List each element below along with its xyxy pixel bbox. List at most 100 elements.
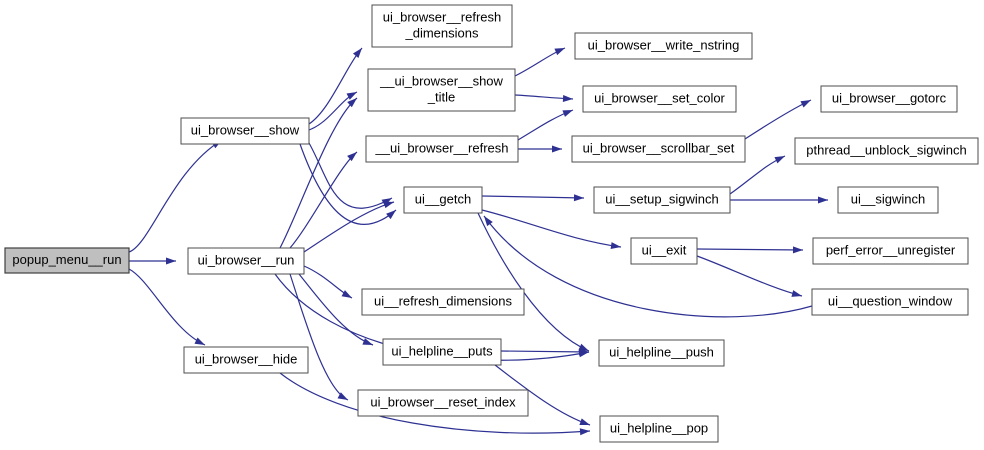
call-edge [494,364,591,426]
graph-node-ui__getch[interactable]: ui__getch [403,186,483,214]
graph-node-ui_helpline__pop[interactable]: ui_helpline__pop [599,415,719,443]
arrowhead-icon [166,257,176,265]
arrowhead-icon [774,156,785,164]
node-box[interactable] [403,186,483,214]
node-label: ui_browser__scrollbar_set [583,140,735,155]
call-edge [303,201,395,253]
call-edge [500,350,590,353]
graph-node-ui_browser__run[interactable]: ui_browser__run [187,247,305,275]
node-label: popup_menu__run [12,252,121,267]
call-edge [128,268,206,346]
arrowhead-icon [579,428,590,436]
graph-node-ui_browser__scrollbar_set[interactable]: ui_browser__scrollbar_set [571,135,746,163]
call-edge [308,142,393,209]
node-label: ui__setup_sigwinch [605,191,718,206]
node-box[interactable] [187,247,305,275]
node-box[interactable] [593,186,731,214]
call-edge [308,47,363,125]
arrowhead-icon [352,48,362,58]
call-edge [279,97,358,249]
graph-node-ui_browser__reset_index[interactable]: ui_browser__reset_index [357,389,529,417]
arrowhead-icon [554,48,565,56]
arrowhead-icon [562,110,573,117]
arrowhead-icon [362,338,373,345]
call-edge [481,195,585,199]
node-label: perf_error__unregister [826,242,956,257]
graph-node-ui__refresh_dimensions[interactable]: ui__refresh_dimensions [361,288,525,316]
arrowhead-icon [386,210,396,220]
arrowhead-icon [573,194,584,202]
node-label: ui_browser__gotorc [832,90,947,105]
arrowhead-icon [562,94,573,102]
node-label: _dimensions [405,25,479,40]
nodes-layer: popup_menu__run ui_browser__show ui_browse… [4,4,979,443]
node-label: ui_helpline__pop [610,420,708,435]
arrowhead-icon [347,98,357,108]
graph-node-ui_browser__set_color[interactable]: ui_browser__set_color [582,85,737,113]
graph-node-ui__question_window[interactable]: ui__question_window [811,288,969,316]
node-box[interactable] [180,117,310,145]
arrowhead-icon [383,201,394,209]
node-box[interactable] [367,68,516,112]
call-edge [481,209,622,248]
node-box[interactable] [571,135,746,163]
node-label: ui_browser__refresh [383,9,502,24]
node-box[interactable] [4,247,130,274]
arrowhead-icon [347,152,357,162]
node-box[interactable] [811,288,969,316]
graph-node-ui_browser__gotorc[interactable]: ui_browser__gotorc [820,85,958,113]
node-box[interactable] [630,237,698,265]
call-edge [696,255,803,297]
node-box[interactable] [371,4,513,48]
arrowhead-icon [484,216,493,227]
node-label: ui_browser__hide [195,351,298,366]
node-box[interactable] [357,389,529,417]
node-box[interactable] [812,237,969,265]
arrowhead-icon [792,246,803,254]
arrowhead-icon [610,242,621,250]
node-label: pthread__unblock_sigwinch [806,142,966,157]
edges-layer [128,47,828,436]
node-box[interactable] [382,338,502,366]
graph-node-ui__sigwinch[interactable]: ui__sigwinch [837,186,939,214]
node-box[interactable] [183,346,309,374]
call-edge [744,99,812,140]
node-label: ui__getch [415,191,471,206]
node-label: ui_browser__show [191,122,300,137]
graph-node-ui_browser__write_nstring[interactable]: ui_browser__write_nstring [574,32,753,60]
call-edge [696,248,804,251]
call-edge [477,212,590,352]
graph-node-pthread__unblock_sigwinch[interactable]: pthread__unblock_sigwinch [794,137,979,165]
graph-node-ui_browser__show[interactable]: ui_browser__show [180,117,310,145]
graph-node-ui_browser__refresh_dimensions[interactable]: ui_browser__refresh_dimensions [371,4,513,48]
arrowhead-icon [791,290,802,297]
node-box[interactable] [365,135,519,163]
node-box[interactable] [837,186,939,214]
graph-node-popup_menu__run[interactable]: popup_menu__run [4,247,130,274]
graph-node-__ui_browser__refresh[interactable]: __ui_browser__refresh [365,135,519,163]
node-label: ui__question_window [828,293,953,308]
node-label: ui_browser__write_nstring [588,37,740,52]
node-label: ui__exit [642,242,687,257]
call-edge [289,151,358,249]
graph-node-ui__exit[interactable]: ui__exit [630,237,698,265]
graph-node-ui_browser__hide[interactable]: ui_browser__hide [183,346,309,374]
graph-node-__ui_browser__show_title[interactable]: __ui_browser__show_title [367,68,516,112]
node-label: _title [427,89,455,104]
graph-node-ui_helpline__push[interactable]: ui_helpline__push [598,339,725,367]
node-box[interactable] [794,137,979,165]
node-box[interactable] [599,415,719,443]
arrowhead-icon [346,92,357,100]
graph-node-ui__setup_sigwinch[interactable]: ui__setup_sigwinch [593,186,731,214]
graph-node-perf_error__unregister[interactable]: perf_error__unregister [812,237,969,265]
arrowhead-icon [818,196,828,204]
node-box[interactable] [574,32,753,60]
arrowhead-icon [337,392,348,400]
node-box[interactable] [361,288,525,316]
graph-node-ui_helpline__puts[interactable]: ui_helpline__puts [382,338,502,366]
node-box[interactable] [598,339,725,367]
node-box[interactable] [820,85,958,113]
node-box[interactable] [582,85,737,113]
